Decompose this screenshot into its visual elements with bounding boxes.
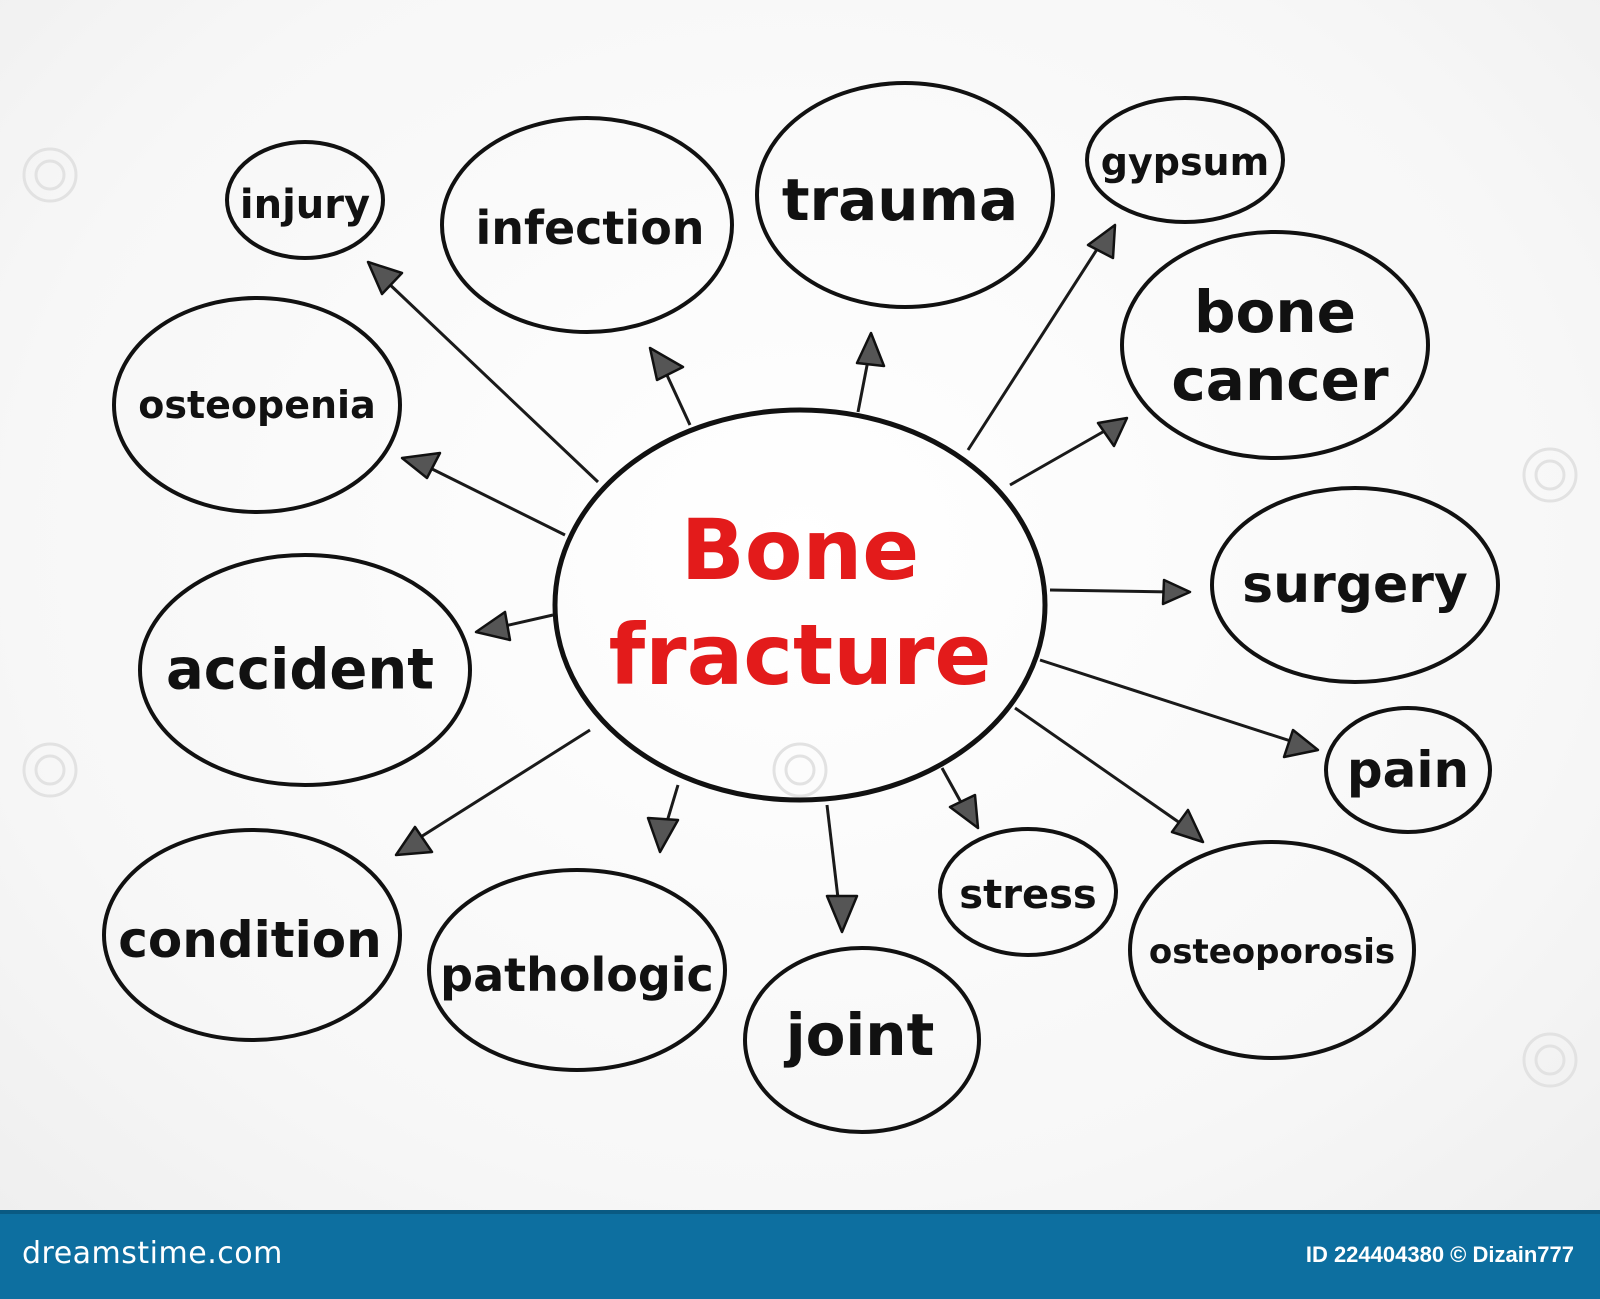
connector-surgery bbox=[1049, 588, 1174, 594]
node-outline-osteopenia bbox=[112, 296, 402, 514]
footer-bar: dreamstime.com ID 224404380 © Dizain777 bbox=[0, 1210, 1600, 1299]
node-outline-stress bbox=[938, 827, 1118, 957]
dreamstime-logo[interactable]: dreamstime.com bbox=[22, 1236, 283, 1271]
node-label-trauma: trauma bbox=[782, 166, 1018, 234]
node-outline-trauma bbox=[755, 81, 1055, 309]
watermark-swirls bbox=[22, 147, 1578, 1088]
node-labels: Bone fracture injury infection trauma gy… bbox=[118, 140, 1469, 1069]
arrowhead-injury bbox=[366, 260, 404, 296]
diagram-canvas: Bone fracture injury infection trauma gy… bbox=[0, 0, 1600, 1210]
arrowhead-gypsum bbox=[1086, 223, 1117, 260]
connector-bone-cancer bbox=[1009, 423, 1116, 487]
arrow-heads bbox=[366, 223, 1320, 934]
node-label-accident: accident bbox=[166, 638, 434, 703]
connector-condition bbox=[407, 728, 591, 847]
node-label-pathologic: pathologic bbox=[440, 948, 714, 1002]
node-label-infection: infection bbox=[475, 201, 704, 255]
mind-map: Bone fracture injury infection trauma gy… bbox=[22, 81, 1578, 1134]
connector-pain bbox=[1039, 658, 1304, 747]
node-outline-center bbox=[552, 407, 1048, 803]
node-label-bone-cancer-line2: cancer bbox=[1171, 346, 1389, 414]
node-outline-accident bbox=[138, 553, 472, 787]
node-outline-osteoporosis bbox=[1128, 840, 1416, 1060]
node-label-injury: injury bbox=[240, 182, 370, 228]
arrowhead-joint bbox=[825, 894, 859, 934]
node-outline-joint bbox=[743, 946, 981, 1134]
node-label-osteopenia: osteopenia bbox=[138, 383, 375, 427]
node-label-stress: stress bbox=[959, 872, 1096, 918]
arrowhead-stress bbox=[948, 793, 980, 830]
node-outline-bone-cancer bbox=[1120, 230, 1430, 460]
arrowhead-infection bbox=[648, 346, 685, 382]
node-label-condition: condition bbox=[118, 911, 382, 969]
arrowhead-surgery bbox=[1161, 578, 1192, 606]
arrowhead-condition bbox=[394, 825, 434, 857]
arrowhead-pathologic bbox=[646, 816, 680, 854]
node-label-pain: pain bbox=[1347, 741, 1469, 799]
node-outline-injury bbox=[225, 140, 385, 260]
connector-osteopenia bbox=[417, 460, 566, 537]
node-outline-pain bbox=[1324, 706, 1492, 834]
node-outline-gypsum bbox=[1085, 96, 1285, 224]
node-outline-infection bbox=[440, 116, 734, 334]
node-label-gypsum: gypsum bbox=[1101, 140, 1269, 184]
node-label-joint: joint bbox=[784, 1001, 935, 1069]
connector-injury bbox=[383, 278, 600, 484]
node-outline-condition bbox=[102, 828, 402, 1042]
arrowhead-osteoporosis bbox=[1170, 808, 1205, 844]
arrowhead-osteopenia bbox=[400, 451, 442, 480]
center-label-line1: Bone bbox=[681, 501, 920, 599]
arrowhead-accident bbox=[474, 610, 512, 642]
connectors bbox=[383, 239, 1304, 916]
node-label-surgery: surgery bbox=[1242, 555, 1468, 615]
arrowhead-trauma bbox=[855, 331, 886, 368]
center-label-line2: fracture bbox=[609, 606, 992, 704]
connector-gypsum bbox=[966, 239, 1105, 451]
node-outlines bbox=[102, 81, 1500, 1134]
node-outline-surgery bbox=[1210, 486, 1500, 684]
image-credit: ID 224404380 © Dizain777 bbox=[1305, 1242, 1574, 1267]
node-label-osteoporosis: osteoporosis bbox=[1149, 932, 1395, 972]
connector-osteoporosis bbox=[1014, 706, 1191, 832]
arrowhead-pain bbox=[1282, 728, 1320, 759]
arrowhead-bone-cancer bbox=[1096, 416, 1129, 448]
node-label-bone-cancer-line1: bone bbox=[1194, 278, 1356, 346]
node-outline-pathologic bbox=[427, 868, 727, 1072]
